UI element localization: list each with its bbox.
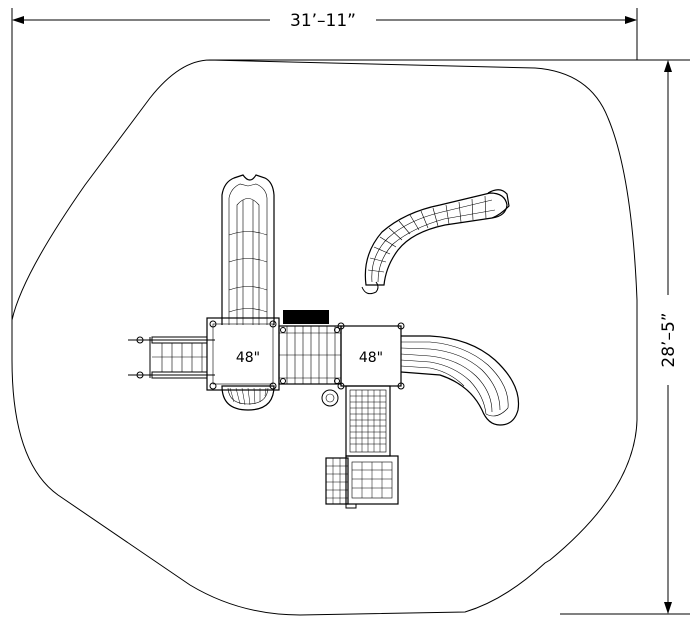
height-label: 28’–5” xyxy=(659,312,679,367)
deck-left: 48" xyxy=(206,317,280,391)
crawl-tunnel xyxy=(221,385,275,411)
deck-left-label: 48" xyxy=(236,350,260,366)
step-platform-grid-upper xyxy=(350,390,386,452)
steering-wheel xyxy=(321,389,339,407)
ladder xyxy=(128,336,215,379)
width-label: 31’–11” xyxy=(290,11,356,31)
width-dimension: 31’–11” xyxy=(11,8,638,320)
bridge-roof-panel xyxy=(283,310,329,324)
deck-right: 48" xyxy=(337,322,405,390)
height-dimension: 28’–5” xyxy=(210,59,690,615)
safety-zone-boundary xyxy=(11,59,638,616)
chain-climber xyxy=(361,189,510,295)
step-platforms xyxy=(325,385,399,509)
deck-right-label: 48" xyxy=(359,350,383,366)
curved-slide xyxy=(400,335,520,426)
bridge xyxy=(278,310,342,385)
step-platform-grid-lower xyxy=(352,462,392,498)
tall-wave-slide xyxy=(221,174,275,325)
chain-climber-links xyxy=(367,195,487,273)
